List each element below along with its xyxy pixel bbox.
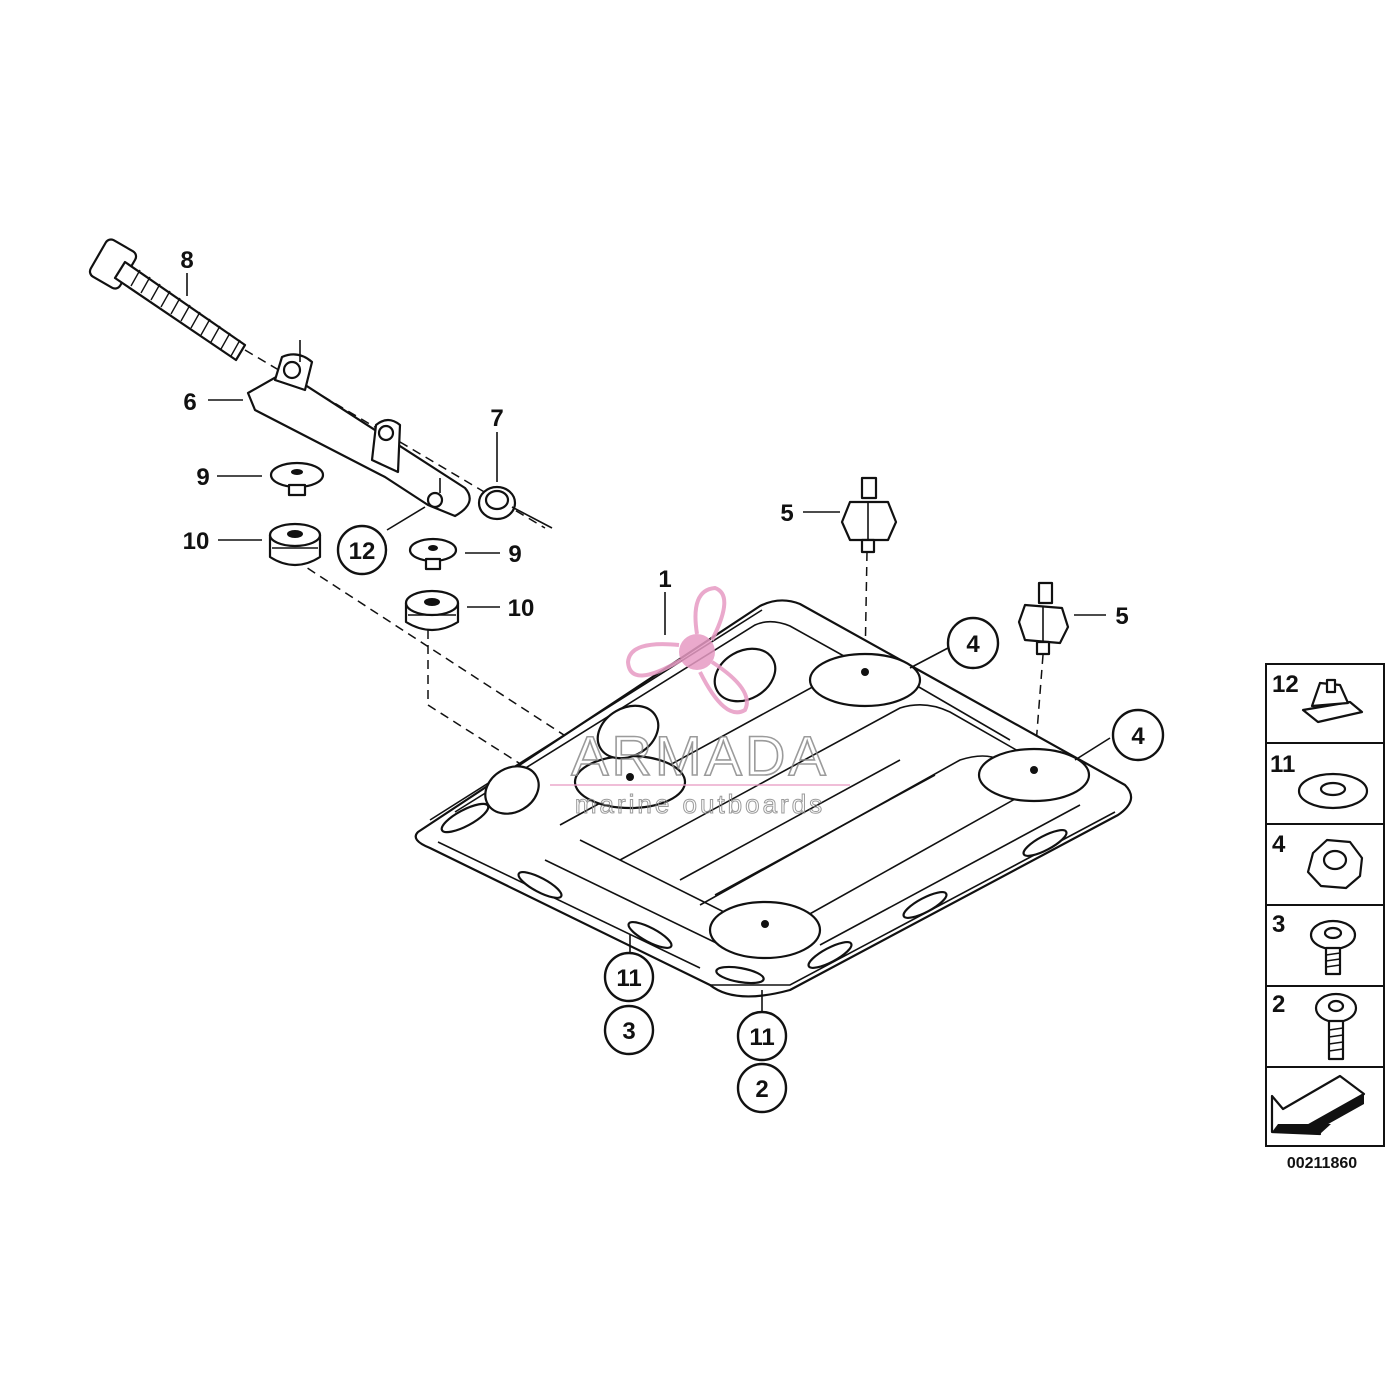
legend-item-4: 4 [1272,831,1364,890]
callout-circle-11-right: 11 [736,1010,788,1062]
callout-10-right: 10 [508,595,535,622]
rubber-mount-left[interactable] [268,522,322,567]
svg-text:11: 11 [749,1024,774,1051]
leader-lines [186,273,1111,1013]
callout-circle-12: 12 [336,524,388,576]
callout-8: 8 [180,247,193,274]
callout-9-left: 9 [196,464,209,491]
callout-5-lower: 5 [1115,603,1128,630]
svg-text:2: 2 [1272,991,1285,1018]
callout-10-left: 10 [183,528,210,555]
svg-text:12: 12 [1272,671,1299,698]
callout-circle-2: 2 [736,1062,788,1114]
washer-icon [1297,772,1369,810]
svg-text:4: 4 [1131,723,1145,750]
washer-right[interactable] [408,537,458,571]
bolt[interactable] [88,237,247,362]
propeller-logo-icon [625,585,749,715]
clip-nut-icon [1301,678,1364,724]
direction-arrow-icon [1270,1074,1366,1136]
washer-left[interactable] [269,461,325,497]
legend-table: 12 11 4 3 [1265,663,1385,1147]
svg-text:4: 4 [966,631,980,658]
diagram-code: 00211860 [1287,1155,1357,1172]
callout-circle-11-left: 11 [603,951,655,1003]
stud-upper[interactable] [840,476,898,554]
short-screw-icon [1309,919,1357,976]
legend-item-12: 12 [1272,671,1364,724]
long-screw-icon [1314,992,1358,1061]
watermark-tagline: marine outboards [575,789,825,819]
watermark-brand: ARMADA [571,724,829,787]
bracket[interactable] [246,340,471,518]
svg-text:4: 4 [1272,831,1286,858]
callout-labels: 8 6 7 9 10 9 10 1 5 5 [180,247,1128,630]
callout-1: 1 [658,566,671,593]
callout-circle-4-upper: 4 [946,616,1000,670]
callout-9-right: 9 [508,541,521,568]
svg-text:2: 2 [755,1076,768,1103]
skid-plate[interactable] [414,599,1133,998]
callout-7: 7 [490,405,503,432]
callout-6: 6 [183,389,196,416]
legend-item-3: 3 [1272,911,1357,976]
svg-text:12: 12 [349,538,376,565]
stud-lower[interactable] [1017,581,1070,656]
svg-text:3: 3 [622,1018,635,1045]
svg-text:11: 11 [616,965,641,992]
legend-item-2: 2 [1272,991,1358,1061]
rubber-mount-right[interactable] [404,589,460,632]
circled-callouts: 12 4 4 11 3 11 2 [336,524,1165,1114]
legend-item-11: 11 [1270,751,1369,810]
callout-circle-4-lower: 4 [1111,708,1165,762]
flange-nut[interactable] [477,485,553,529]
callout-5-upper: 5 [780,500,793,527]
svg-text:3: 3 [1272,911,1285,938]
svg-text:11: 11 [1270,751,1295,778]
watermark: ARMADA marine outboards [550,585,850,820]
hex-nut-icon [1306,838,1364,890]
callout-circle-3: 3 [603,1004,655,1056]
